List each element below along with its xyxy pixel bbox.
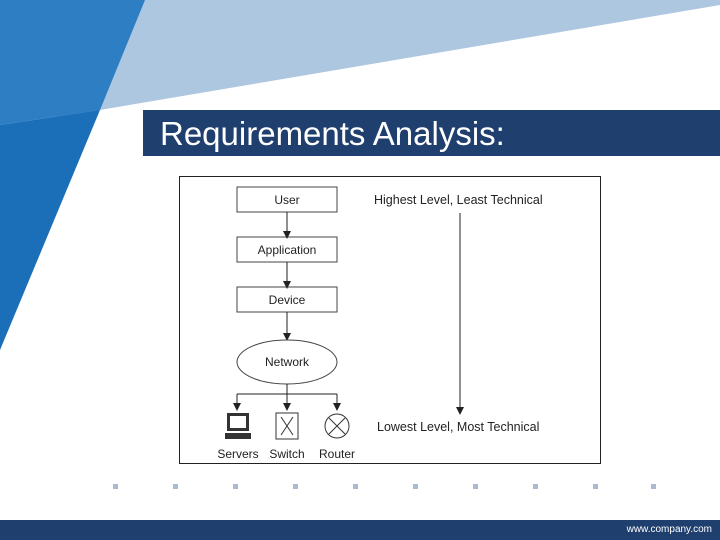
dot bbox=[473, 484, 478, 489]
dot bbox=[593, 484, 598, 489]
dot bbox=[533, 484, 538, 489]
requirements-diagram: User Application Device Network bbox=[179, 176, 601, 464]
device-label: Device bbox=[269, 293, 306, 307]
diagram-canvas: User Application Device Network bbox=[217, 186, 543, 461]
dark-blue-wedge-top bbox=[0, 0, 145, 125]
dot-row bbox=[0, 480, 720, 494]
title-bar bbox=[143, 110, 720, 156]
slide-title: Requirements Analysis: bbox=[160, 115, 505, 152]
highest-level-label: Highest Level, Least Technical bbox=[374, 193, 543, 207]
switch-label: Switch bbox=[269, 447, 304, 461]
switch-icon bbox=[275, 412, 299, 440]
dot bbox=[651, 484, 656, 489]
user-box bbox=[236, 186, 338, 213]
dot bbox=[233, 484, 238, 489]
dot bbox=[413, 484, 418, 489]
servers-label: Servers bbox=[217, 447, 258, 461]
device-box bbox=[236, 286, 338, 313]
dot bbox=[173, 484, 178, 489]
user-label: User bbox=[274, 193, 299, 207]
application-box bbox=[236, 236, 338, 263]
light-blue-wedge bbox=[50, 0, 720, 125]
footer-bar: www.company.com bbox=[0, 520, 720, 540]
network-label: Network bbox=[265, 355, 310, 369]
dot bbox=[293, 484, 298, 489]
lowest-level-label: Lowest Level, Most Technical bbox=[377, 420, 539, 434]
router-icon bbox=[324, 413, 350, 439]
footer-url: www.company.com bbox=[626, 524, 712, 535]
server-icon bbox=[225, 413, 251, 439]
router-label: Router bbox=[319, 447, 355, 461]
blue-wedge bbox=[0, 110, 100, 350]
application-label: Application bbox=[258, 243, 317, 257]
dot bbox=[353, 484, 358, 489]
dot bbox=[113, 484, 118, 489]
